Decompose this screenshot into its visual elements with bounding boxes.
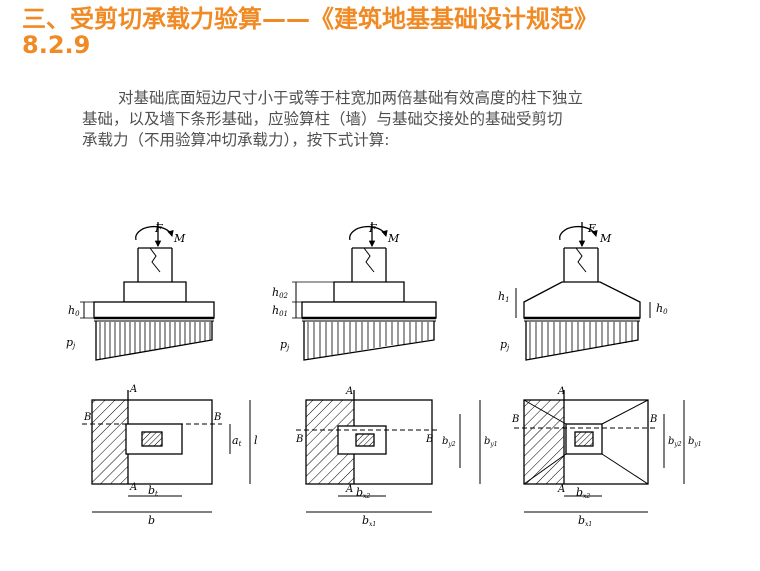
label-h01-b: h01 [272,304,288,318]
slide-title: 三、受剪切承载力验算——《建筑地基基础设计规范》 8.2.9 [22,6,742,58]
label-h0-a: h0 [68,304,80,318]
label-by2-b: by2 [442,436,456,448]
label-bt-a: bt [148,484,158,498]
label-A-top-b: A [345,386,353,397]
label-h1-c: h1 [498,290,510,304]
label-bx1-b: bx1 [362,514,376,528]
paragraph-line1: 对基础底面短边尺寸小于或等于柱宽加两倍基础有效高度的柱下独立 [118,89,584,107]
elevation-a [80,222,215,361]
label-pj-c: pj [500,338,510,352]
label-by1-c: by1 [688,436,702,448]
label-A-top-a: A [129,384,137,395]
label-B-left-b: B [295,434,303,445]
label-B-left-a: B [83,412,91,423]
label-bx2-b: bx2 [356,486,370,500]
elevation-c [515,222,651,361]
plan-c [514,390,685,513]
label-by1-b: by1 [484,436,498,448]
slide-title-line2: 8.2.9 [22,31,91,59]
plan-b [296,390,481,513]
label-F-c: F [587,222,596,235]
label-A-top-c: A [557,386,565,397]
label-A-bottom-b: A [345,484,353,495]
paragraph-line3: 承载力（不用验算冲切承载力），按下式计算: [82,131,390,149]
label-pj-a: pj [66,336,76,350]
label-pj-b: pj [280,338,290,352]
slide-title-line1: 三、受剪切承载力验算——《建筑地基基础设计规范》 [22,5,598,33]
label-F-a: F [154,222,163,235]
label-B-right-b: B [425,434,433,445]
label-by2-c: by2 [668,436,682,448]
label-h02-b: h02 [272,286,289,300]
paragraph-line2: 基础，以及墙下条形基础，应验算柱（墙）与基础交接处的基础受剪切 [82,110,563,128]
label-l-a: l [254,434,258,447]
label-B-left-c: B [511,414,519,425]
label-h0-c: h0 [656,302,668,316]
label-M-a: M [173,232,186,245]
label-bx1-c: bx1 [578,514,592,528]
label-bx2-c: bx2 [576,486,590,500]
label-A-bottom-a: A [129,482,137,493]
label-B-right-a: B [213,412,221,423]
label-M-b: M [387,232,400,245]
label-A-bottom-c: A [557,484,565,495]
description-paragraph: 对基础底面短边尺寸小于或等于柱宽加两倍基础有效高度的柱下独立 基础，以及墙下条形… [82,88,682,151]
label-B-right-c: B [649,414,657,425]
label-at-a: at [232,434,242,448]
label-b-a: b [148,514,155,527]
plan-a [82,390,251,513]
elevation-b [292,222,437,361]
label-F-b: F [368,222,377,235]
label-M-c: M [599,232,612,245]
